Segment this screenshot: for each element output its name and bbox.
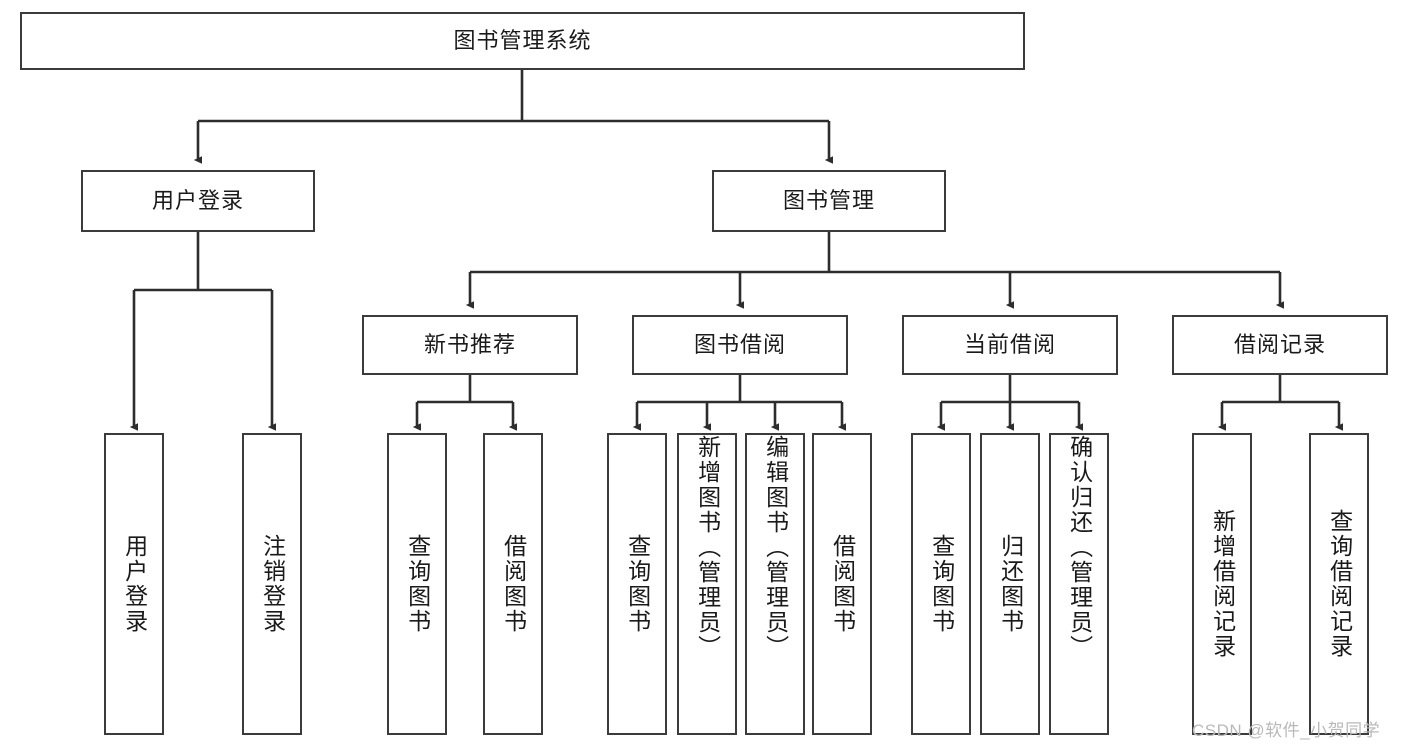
node-leaf-borrow-book[interactable]: 借阅图书 [812, 433, 872, 735]
node-label: 查询图书 [624, 534, 651, 634]
node-current-borrow[interactable]: 当前借阅 [902, 315, 1118, 375]
node-label: 新书推荐 [423, 331, 516, 357]
node-leaf-borrow-book-recommend[interactable]: 借阅图书 [483, 433, 543, 735]
node-label: 新增图书（管理员） [694, 435, 721, 660]
node-leaf-query-borrow-record[interactable]: 查询借阅记录 [1309, 433, 1369, 735]
node-leaf-user-login[interactable]: 用户登录 [104, 433, 164, 735]
node-label: 借阅图书 [500, 534, 527, 634]
node-label: 查询借阅记录 [1326, 509, 1353, 659]
node-book-management[interactable]: 图书管理 [712, 170, 946, 232]
node-label: 当前借阅 [963, 331, 1056, 357]
node-label: 用户登录 [151, 187, 244, 213]
node-leaf-query-book-recommend[interactable]: 查询图书 [387, 433, 447, 735]
node-book-borrow[interactable]: 图书借阅 [632, 315, 848, 375]
node-label: 归还图书 [997, 534, 1024, 634]
node-label: 确认归还（管理员） [1066, 435, 1093, 660]
node-borrow-record[interactable]: 借阅记录 [1172, 315, 1388, 375]
node-user-login[interactable]: 用户登录 [81, 170, 315, 232]
node-leaf-add-book-admin[interactable]: 新增图书（管理员） [677, 433, 737, 735]
node-label: 借阅图书 [829, 534, 856, 634]
node-new-book-recommend[interactable]: 新书推荐 [362, 315, 578, 375]
node-leaf-return-book[interactable]: 归还图书 [980, 433, 1040, 735]
node-label: 编辑图书（管理员） [762, 435, 789, 660]
node-label: 图书管理 [782, 187, 875, 213]
node-leaf-add-borrow-record[interactable]: 新增借阅记录 [1192, 433, 1252, 735]
node-leaf-edit-book-admin[interactable]: 编辑图书（管理员） [745, 433, 805, 735]
node-leaf-query-book-borrow[interactable]: 查询图书 [607, 433, 667, 735]
node-label: 图书管理系统 [453, 27, 592, 53]
node-label: 查询图书 [928, 534, 955, 634]
node-label: 注销登录 [259, 534, 286, 634]
node-label: 用户登录 [121, 534, 148, 634]
node-label: 新增借阅记录 [1209, 509, 1236, 659]
node-leaf-confirm-return-admin[interactable]: 确认归还（管理员） [1049, 433, 1109, 735]
node-leaf-logout[interactable]: 注销登录 [242, 433, 302, 735]
node-label: 查询图书 [404, 534, 431, 634]
node-root-book-management-system[interactable]: 图书管理系统 [20, 12, 1025, 70]
node-label: 图书借阅 [693, 331, 786, 357]
node-leaf-query-book-current[interactable]: 查询图书 [911, 433, 971, 735]
node-label: 借阅记录 [1233, 331, 1326, 357]
